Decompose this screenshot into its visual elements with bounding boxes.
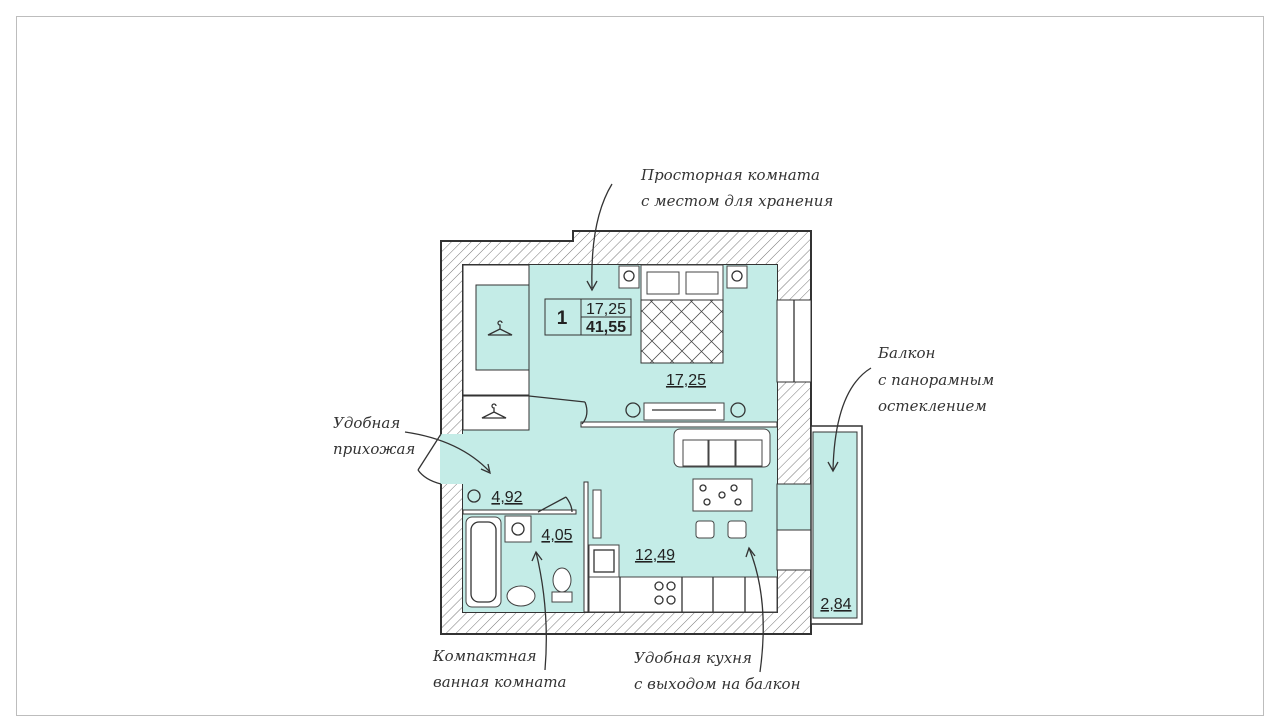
hanger-icon [481,403,507,419]
annotation-kitchen-1: Удобная кухня [634,649,752,667]
bathroom-area: 4,05 [541,527,572,544]
bedroom-area: 17,25 [666,372,706,389]
pillow [646,271,680,295]
toilet [552,567,572,593]
stove-icon [654,581,676,605]
apartment-info-box [544,298,632,336]
annotation-balcony-3: остеклением [878,397,987,415]
washing-machine [504,515,532,543]
kitchen-counters [588,544,778,613]
annotation-bathroom-1: Компактная [432,647,537,665]
annotation-hallway-2: прихожая [333,440,415,458]
bathtub [465,516,502,608]
plant-icon [625,402,641,418]
plant-icon [730,402,746,418]
rooms-count: 1 [557,308,568,329]
chair [727,520,747,539]
living-area: 17,25 [586,301,626,318]
hallway-fixture [467,489,481,503]
annotation-kitchen-2: с выходом на балкон [634,675,800,691]
hanger-icon [487,320,513,336]
kitchen-area: 12,49 [635,547,675,564]
arrow-room [591,183,613,289]
annotation-room-1: Просторная комната [640,166,820,184]
bed-quilt [640,299,724,364]
annotation-bathroom-2: ванная комната [433,673,567,691]
nightstand [618,265,640,289]
arrow-hallway [404,431,491,473]
nightstand [726,265,748,289]
arrow-balcony [832,367,872,471]
balcony-area: 2,84 [820,596,851,613]
annotation-hallway-1: Удобная [333,414,400,432]
sink [506,585,536,607]
arrow-kitchen [748,547,764,673]
partition-wall [580,421,778,428]
annotation-room-2: с местом для хранения [641,192,833,210]
arrow-bathroom [535,551,547,671]
sofa [673,428,771,468]
chair [695,520,715,539]
floor-plan: 1 17,25 41,55 17,25 4,92 4,05 12,49 2,84… [333,166,994,691]
annotation-balcony-2: с панорамным [878,371,994,389]
total-area: 41,55 [586,319,626,336]
tv-stand [643,402,725,421]
hallway-area: 4,92 [491,489,522,506]
hallway-shelf [592,489,602,539]
annotation-balcony-1: Балкон [877,344,935,362]
dining-table [692,478,753,512]
pillow [685,271,719,295]
